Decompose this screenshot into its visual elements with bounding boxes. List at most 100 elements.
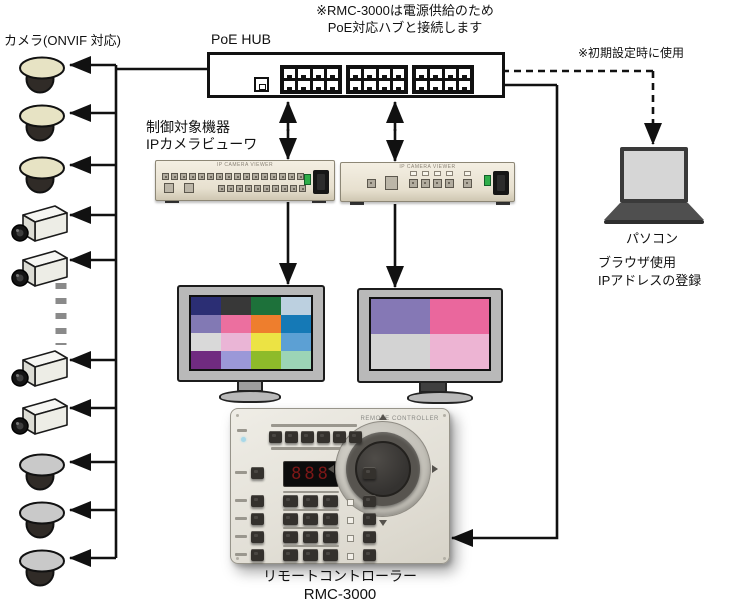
device-button (189, 173, 196, 180)
power-led (484, 175, 491, 186)
device-button (236, 185, 243, 192)
rj45-port-icon (297, 68, 311, 79)
rj45-port-icon (457, 80, 471, 91)
dome-camera-icon (17, 155, 67, 200)
micro-label-box (434, 171, 441, 176)
controller-button (317, 431, 330, 443)
device-button (421, 179, 430, 188)
controller-button (363, 467, 376, 479)
keypad-button (283, 513, 298, 525)
hub-port-group (280, 65, 342, 94)
keypad-button (323, 531, 338, 543)
micro-label-box (347, 553, 354, 560)
device-button (171, 173, 178, 180)
screw (236, 557, 239, 560)
video-tile (191, 297, 221, 315)
rj45-port-icon (311, 80, 325, 91)
device-foot (312, 199, 326, 203)
device-button (254, 185, 261, 192)
dome-camera-icon (17, 103, 67, 148)
monitor-icon (357, 288, 503, 383)
device-button (227, 185, 234, 192)
keypad-button (303, 495, 318, 507)
controller-label-line2: RMC-3000 (303, 586, 377, 603)
device-foot (165, 199, 179, 203)
joystick-tick (379, 414, 387, 420)
controller-button (285, 431, 298, 443)
micro-label-box (422, 171, 429, 176)
video-tile (430, 334, 489, 369)
device-button (216, 173, 223, 180)
keypad-button (323, 549, 338, 561)
micro-label (235, 499, 247, 502)
device-button (162, 173, 169, 180)
micro-label (235, 535, 247, 538)
screw (236, 414, 239, 417)
video-tile (251, 297, 281, 315)
controller-button (363, 495, 376, 507)
rj45-port-icon (377, 68, 391, 79)
dome-camera-icon (17, 548, 67, 593)
controller-button (333, 431, 346, 443)
video-tile (371, 299, 430, 334)
power-led (304, 174, 311, 185)
controller-button (251, 467, 264, 479)
micro-label (283, 491, 339, 493)
controller-button (301, 431, 314, 443)
controller-button (269, 431, 282, 443)
rj45-port-icon (415, 80, 429, 91)
video-tile (281, 297, 311, 315)
device-button (445, 179, 454, 188)
dome-camera-icon (17, 500, 67, 545)
rj45-port-icon (443, 68, 457, 79)
micro-label (235, 517, 247, 520)
device-button (433, 179, 442, 188)
video-tile (251, 351, 281, 369)
joystick-tick (328, 465, 334, 473)
pc-desc-line1: ブラウザ使用 (598, 255, 677, 270)
rj45-port-icon (363, 80, 377, 91)
rj45-port-icon (325, 68, 339, 79)
device-button (245, 185, 252, 192)
screw (443, 557, 446, 560)
device-button (270, 173, 277, 180)
video-tile (281, 333, 311, 351)
controlled-devices-label-line2: IPカメラビューワ (146, 136, 258, 152)
video-tile (281, 315, 311, 333)
device-panel-text: IP CAMERA VIEWER (399, 164, 456, 170)
joystick-tick (432, 465, 438, 473)
video-tile (221, 333, 251, 351)
keypad-button (303, 531, 318, 543)
rj45-port-icon (363, 68, 377, 79)
controller-button (251, 513, 264, 525)
device-button (299, 185, 306, 192)
keypad-button (283, 531, 298, 543)
keypad-button (323, 495, 338, 507)
video-tile (221, 297, 251, 315)
device-button (198, 173, 205, 180)
power-switch (493, 171, 509, 195)
controller-button (251, 531, 264, 543)
keypad-button (303, 513, 318, 525)
device-button (281, 185, 288, 192)
pc-label: パソコン (625, 231, 678, 246)
box-camera-icon (11, 247, 69, 298)
video-tile (281, 351, 311, 369)
device-button (261, 173, 268, 180)
laptop-keyboard (604, 203, 704, 220)
micro-label-box (347, 517, 354, 524)
hub-port-group (412, 65, 474, 94)
rj45-port-icon (429, 80, 443, 91)
video-tile (371, 334, 430, 369)
poe-hub-label: PoE HUB (211, 31, 271, 47)
device-button (207, 173, 214, 180)
camera-group-label: カメラ(ONVIF 対応) (4, 33, 121, 48)
device-foot (350, 201, 364, 205)
note-top-line1: ※RMC-3000は電源供給のため (316, 3, 494, 18)
monitor-icon (177, 285, 325, 382)
device-button (234, 173, 241, 180)
ip-camera-viewer-1: IP CAMERA VIEWER (155, 160, 335, 201)
controller-button (349, 431, 362, 443)
video-tile (191, 333, 221, 351)
controller-power-led (241, 437, 246, 442)
